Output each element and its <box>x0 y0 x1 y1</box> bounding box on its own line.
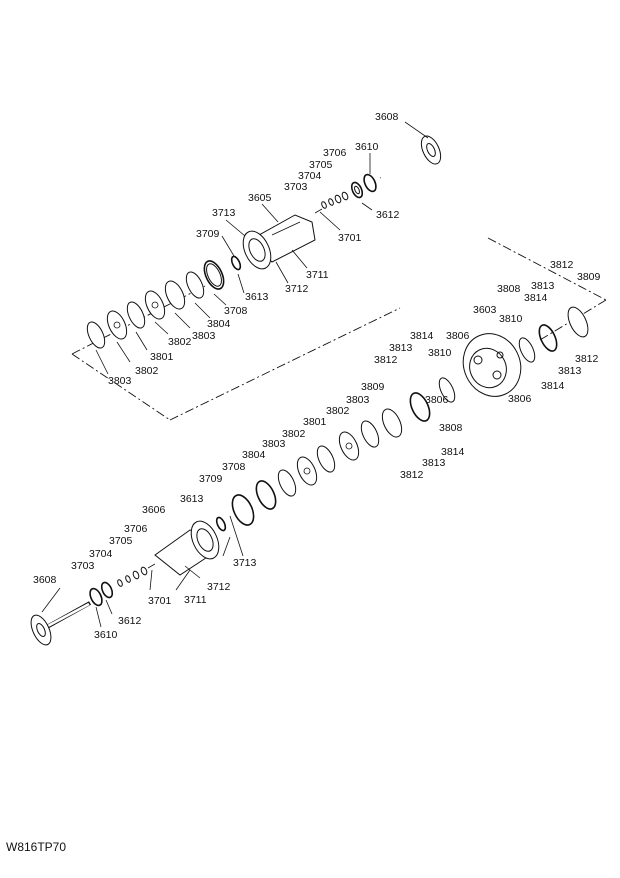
callout-label-m3814: 3814 <box>410 330 434 342</box>
callout-label-l3713: 3713 <box>233 557 257 569</box>
callout-label-u3612: 3612 <box>376 209 400 221</box>
leader-lines <box>41 121 429 628</box>
callout-label-m3803: 3803 <box>346 394 370 406</box>
callout-label-m3802: 3802 <box>326 405 350 417</box>
callout-label-l3705: 3705 <box>109 535 133 547</box>
callout-label-u3709: 3709 <box>196 228 220 240</box>
callout-label-u3703: 3703 <box>284 181 308 193</box>
callout-label-u3803b: 3803 <box>108 375 132 387</box>
callout-label-u3705: 3705 <box>309 159 333 171</box>
part-3612-lower-ring <box>100 581 114 599</box>
callout-label-l3803: 3803 <box>262 438 286 450</box>
callout-label-u3802: 3802 <box>168 336 192 348</box>
part-3608-lower-shaft <box>30 601 91 646</box>
callout-label-l3703: 3703 <box>71 560 95 572</box>
part-3605-upper-housing <box>242 214 316 270</box>
part-3709-upper <box>230 255 242 271</box>
callout-label-m3814b: 3814 <box>441 446 465 458</box>
part-3612-upper-ring <box>350 181 364 199</box>
callout-label-u3801: 3801 <box>150 351 174 363</box>
part-3610-lower-ring <box>89 587 103 607</box>
callout-label-u3608: 3608 <box>375 111 399 123</box>
callout-label-m3809: 3809 <box>361 381 385 393</box>
callout-label-l3804: 3804 <box>242 449 266 461</box>
callout-label-l3612: 3612 <box>118 615 142 627</box>
callout-label-u3803: 3803 <box>192 330 216 342</box>
callout-label-u3708: 3708 <box>224 305 248 317</box>
callout-label-u3701: 3701 <box>338 232 362 244</box>
callout-label-m3808: 3808 <box>439 422 463 434</box>
callout-label-l3606: 3606 <box>142 504 166 516</box>
upper-disc-stack <box>86 271 205 349</box>
callout-label-l3706: 3706 <box>124 523 148 535</box>
callout-label-u3704: 3704 <box>298 170 322 182</box>
right-ring-stack <box>518 306 589 363</box>
callout-label-m3806b: 3806 <box>425 394 449 406</box>
callout-label-m3801: 3801 <box>303 416 327 428</box>
callout-label-r3603: 3603 <box>473 304 497 316</box>
part-3606-lower-housing <box>154 520 220 576</box>
callout-label-l3709: 3709 <box>199 473 223 485</box>
callout-label-u3610: 3610 <box>355 141 379 153</box>
drawing-code: W816TP70 <box>6 840 67 854</box>
callout-label-m3812: 3812 <box>374 354 398 366</box>
callout-label-r3814a: 3814 <box>524 292 548 304</box>
part-3613-lower <box>215 516 227 532</box>
callout-label-l3613: 3613 <box>180 493 204 505</box>
callout-label-r3808: 3808 <box>497 283 521 295</box>
callout-label-r3810: 3810 <box>499 313 523 325</box>
part-3603-differential <box>462 333 522 397</box>
callout-label-l3704: 3704 <box>89 548 113 560</box>
callout-label-u3711: 3711 <box>306 269 329 281</box>
callout-label-r3812b: 3812 <box>575 353 599 365</box>
part-3708-upper-ring <box>203 260 225 290</box>
callout-label-r3813b: 3813 <box>558 365 582 377</box>
callout-label-m3806: 3806 <box>446 330 470 342</box>
callout-label-u3706: 3706 <box>323 147 347 159</box>
callout-label-l3701: 3701 <box>148 595 172 607</box>
callout-label-l3712: 3712 <box>207 581 231 593</box>
middle-ring-stack <box>231 377 456 526</box>
callout-label-l3711: 3711 <box>184 594 207 606</box>
part-3608-upper-shaft <box>379 135 442 180</box>
callout-label-l3610: 3610 <box>94 629 118 641</box>
callout-label-l3608: 3608 <box>33 574 57 586</box>
callout-label-l3802: 3802 <box>282 428 306 440</box>
callout-label-l3708: 3708 <box>222 461 246 473</box>
callout-label-u3802b: 3802 <box>135 365 159 377</box>
callout-label-r3813a: 3813 <box>531 280 555 292</box>
callout-label-r3812a: 3812 <box>550 259 574 271</box>
callout-label-m3813: 3813 <box>389 342 413 354</box>
lower-small-washers <box>117 563 156 587</box>
callout-label-u3712: 3712 <box>285 283 309 295</box>
callout-label-u3613: 3613 <box>245 291 269 303</box>
callout-label-r3806: 3806 <box>508 393 532 405</box>
callout-label-u3605: 3605 <box>248 192 272 204</box>
callout-label-m3813b: 3813 <box>422 457 446 469</box>
callout-label-r3814b: 3814 <box>541 380 565 392</box>
callout-label-m3810: 3810 <box>428 347 452 359</box>
callout-label-m3812b: 3812 <box>400 469 424 481</box>
callout-label-r3809: 3809 <box>577 271 601 283</box>
callout-label-u3804: 3804 <box>207 318 231 330</box>
callout-labels: 3608361037063705370437033612360537013713… <box>33 111 601 641</box>
upper-small-washers <box>314 191 349 214</box>
part-3610-upper-ring <box>363 173 377 193</box>
callout-label-u3713: 3713 <box>212 207 236 219</box>
